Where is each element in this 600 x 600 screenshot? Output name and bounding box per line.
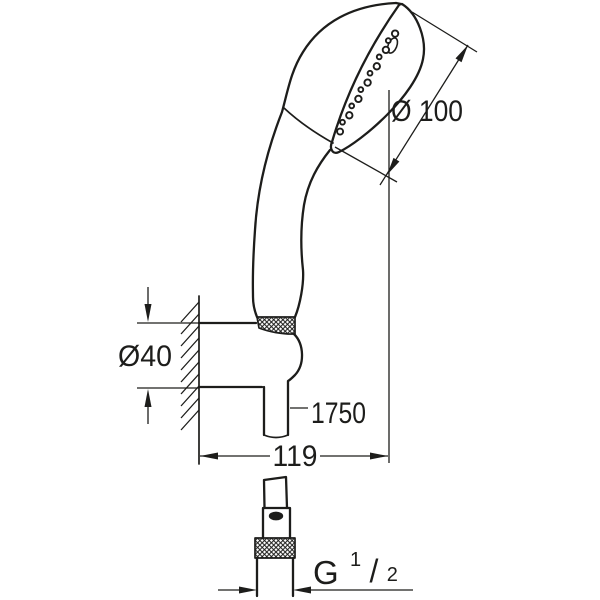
- arrowhead: [144, 389, 152, 407]
- hand-shower: [251, 1, 426, 335]
- holder-cap-and-hose-right: [286, 332, 304, 437]
- thread-g: G: [313, 554, 339, 591]
- dimension-holder-diameter: Ø40: [118, 287, 199, 424]
- shower-head-back-outline: [251, 1, 398, 319]
- dimension-hose-length: 1750: [290, 397, 366, 430]
- spray-nozzles: [336, 29, 400, 136]
- arrowhead: [293, 586, 311, 594]
- dimension-thread-size: G 1 / 2: [218, 540, 413, 594]
- thread-denominator: 2: [387, 564, 398, 586]
- arrowhead: [144, 304, 152, 322]
- arrowhead: [370, 452, 388, 460]
- spray-face-plate: [329, 2, 426, 154]
- dimension-head-diameter: Ø 100: [334, 11, 478, 463]
- wall-holder-assembly: [180, 295, 304, 465]
- collar-logo-mark: [268, 511, 284, 521]
- ext-line-top: [411, 11, 478, 53]
- wall-hatching: [180, 301, 200, 431]
- hose-connector-detail: [254, 475, 296, 598]
- thread-numerator: 1: [350, 549, 361, 571]
- thread-size-label: G 1 / 2: [313, 540, 398, 591]
- arrowhead: [200, 452, 218, 460]
- arrowhead: [387, 157, 400, 175]
- connector-tube: [262, 475, 289, 510]
- wall-to-axis-label: 119: [273, 440, 318, 473]
- hose-length-label: 1750: [311, 397, 366, 430]
- arrowhead: [455, 45, 468, 63]
- thread-slash: /: [369, 553, 378, 589]
- handle-right-outline: [293, 148, 332, 319]
- ext-line-bottom: [334, 146, 398, 183]
- holder-diameter-label: Ø40: [118, 340, 172, 373]
- connector-collar: [261, 506, 292, 540]
- threaded-pipe: [255, 556, 295, 598]
- hose-cut-end: [263, 434, 289, 439]
- handle-hose-knurl-cone: [256, 316, 296, 335]
- head-handle-seam: [283, 107, 334, 144]
- knurled-nut: [254, 537, 296, 559]
- head-diameter-label: Ø 100: [391, 95, 463, 128]
- arrowhead: [239, 586, 257, 594]
- dimension-wall-to-axis: 119: [200, 440, 388, 473]
